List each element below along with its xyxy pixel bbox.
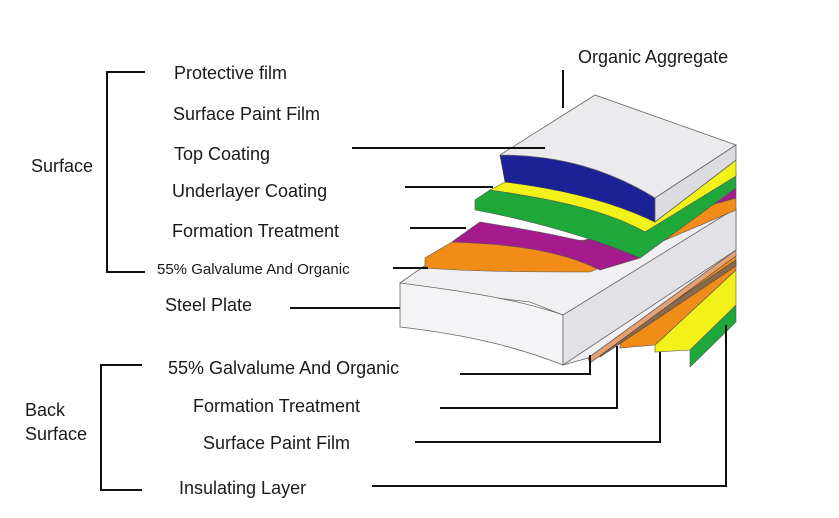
label-galvalume-top: 55% Galvalume And Organic [157, 261, 350, 278]
back-layers [587, 249, 737, 368]
group-back-surface-line2: Surface [25, 424, 87, 444]
label-formation-back: Formation Treatment [193, 396, 360, 416]
group-back-surface-line1: Back [25, 400, 66, 420]
label-surface-paint-film: Surface Paint Film [173, 104, 320, 124]
label-paint-back: Surface Paint Film [203, 433, 350, 453]
label-organic-aggregate: Organic Aggregate [578, 47, 728, 67]
layer-stack [398, 94, 737, 368]
leader-paint-back [415, 352, 661, 443]
label-formation-treatment: Formation Treatment [172, 221, 339, 241]
surface-bracket [106, 71, 145, 273]
label-insulating-layer: Insulating Layer [179, 478, 306, 498]
labels: Organic Aggregate Protective film Surfac… [25, 47, 728, 498]
steel-plate-side [562, 207, 737, 366]
label-underlayer-coating: Underlayer Coating [172, 181, 327, 201]
label-galvalume-back: 55% Galvalume And Organic [168, 358, 399, 378]
leader-formation-back [440, 346, 618, 409]
leader-lines [290, 70, 727, 487]
leader-insulating [372, 325, 727, 487]
orange-galvalume-layer [424, 197, 737, 273]
label-protective-film: Protective film [174, 63, 287, 83]
white-protective-side [654, 144, 737, 223]
label-top-coating: Top Coating [174, 144, 270, 164]
group-surface: Surface [31, 156, 93, 176]
label-steel-plate: Steel Plate [165, 295, 252, 315]
leader-galvalume-back [460, 355, 591, 375]
back-surface-bracket [100, 364, 142, 491]
